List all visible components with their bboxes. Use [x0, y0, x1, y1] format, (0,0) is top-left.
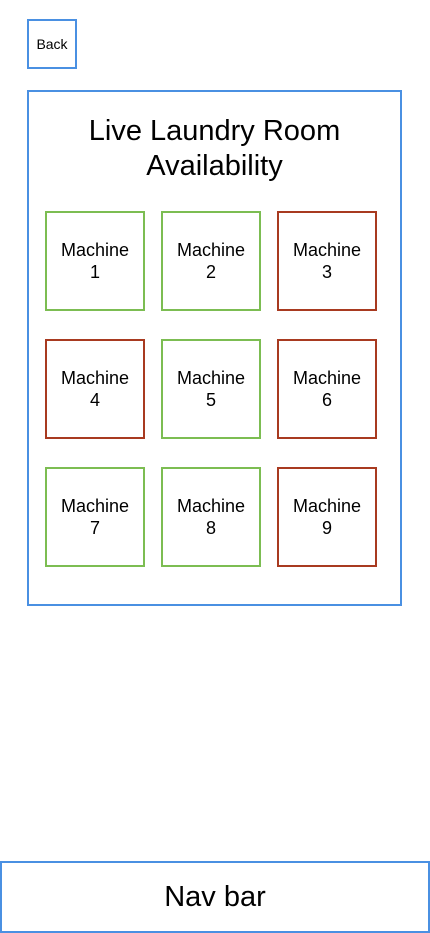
machine-label-word: Machine: [176, 496, 246, 516]
panel-title-line-1: Live Laundry Room: [88, 115, 341, 147]
machine-label-number: 6: [321, 390, 332, 410]
machine-label-number: 8: [205, 518, 216, 538]
machine-label-word: Machine: [292, 496, 362, 516]
back-button-label: Back: [36, 36, 68, 52]
machine-label-word: Machine: [60, 240, 130, 260]
machine-label-number: 3: [321, 262, 332, 282]
machine-tile-8[interactable]: Machine 8: [161, 467, 261, 567]
laundry-availability-panel: Live Laundry Room Availability Machine 1…: [27, 90, 402, 606]
machine-label-number: 4: [89, 390, 100, 410]
machine-tile-5[interactable]: Machine 5: [161, 339, 261, 439]
machine-label-word: Machine: [292, 368, 362, 388]
nav-bar[interactable]: Nav bar: [0, 861, 430, 933]
machine-tile-2[interactable]: Machine 2: [161, 211, 261, 311]
machine-label-word: Machine: [176, 240, 246, 260]
machine-label-number: 1: [89, 262, 100, 282]
machine-tile-4[interactable]: Machine 4: [45, 339, 145, 439]
machine-label-number: 9: [321, 518, 332, 538]
machine-label-word: Machine: [176, 368, 246, 388]
nav-bar-label: Nav bar: [164, 880, 266, 913]
machine-label-number: 5: [205, 390, 216, 410]
machine-tile-9[interactable]: Machine 9: [277, 467, 377, 567]
machine-tile-6[interactable]: Machine 6: [277, 339, 377, 439]
machine-label-word: Machine: [292, 240, 362, 260]
machine-tile-1[interactable]: Machine 1: [45, 211, 145, 311]
machine-label-word: Machine: [60, 368, 130, 388]
machine-label-word: Machine: [60, 496, 130, 516]
back-button[interactable]: Back: [27, 19, 77, 69]
panel-title: Live Laundry Room Availability: [29, 114, 400, 184]
machine-tile-7[interactable]: Machine 7: [45, 467, 145, 567]
machine-label-number: 7: [89, 518, 100, 538]
machine-grid: Machine 1 Machine 2 Machine 3 Machine 4 …: [45, 211, 379, 567]
panel-title-line-2: Availability: [146, 150, 283, 182]
machine-tile-3[interactable]: Machine 3: [277, 211, 377, 311]
machine-label-number: 2: [205, 262, 216, 282]
